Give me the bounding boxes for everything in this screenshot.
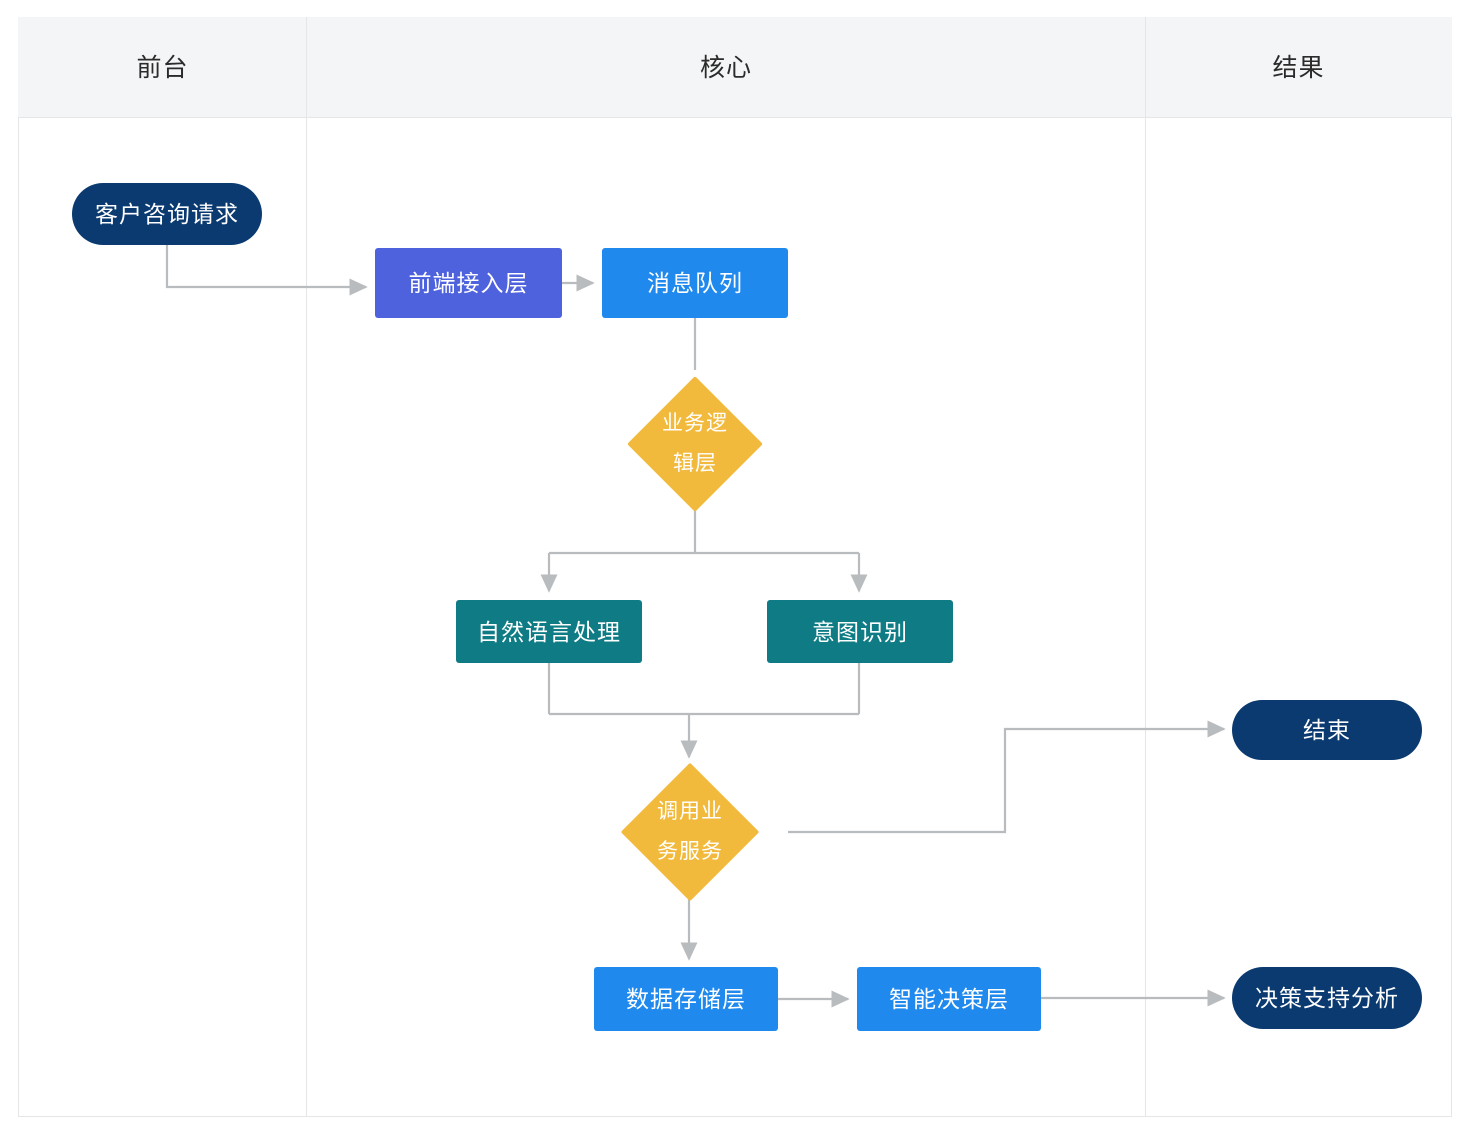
node-business-logic-layer-label: 业务逻 辑层 — [662, 412, 728, 475]
node-message-queue[interactable]: 消息队列 — [602, 248, 788, 318]
lane-header-frontstage: 前台 — [136, 54, 189, 82]
node-decision-support-analysis[interactable]: 决策支持分析 — [1232, 967, 1422, 1029]
lane-header-result: 结果 — [1272, 54, 1325, 82]
node-invoke-business-service[interactable]: 调用业 务服务 — [592, 762, 788, 902]
lane-divider-1 — [306, 17, 307, 1117]
lane-divider-2 — [1145, 17, 1146, 1117]
lane-header-core: 核心 — [699, 54, 752, 82]
node-customer-request[interactable]: 客户咨询请求 — [72, 183, 262, 245]
node-invoke-business-service-label: 调用业 务服务 — [657, 800, 723, 863]
swimlane-header-row — [18, 17, 1452, 118]
node-intent-recognition[interactable]: 意图识别 — [767, 600, 953, 663]
node-business-logic-layer[interactable]: 业务逻 辑层 — [600, 376, 790, 512]
node-end[interactable]: 结束 — [1232, 700, 1422, 760]
node-data-storage-layer[interactable]: 数据存储层 — [594, 967, 778, 1031]
node-frontend-access-layer[interactable]: 前端接入层 — [375, 248, 562, 318]
node-nlp[interactable]: 自然语言处理 — [456, 600, 642, 663]
swimlane-frame — [18, 17, 1452, 1117]
node-intelligent-decision-layer[interactable]: 智能决策层 — [857, 967, 1041, 1031]
